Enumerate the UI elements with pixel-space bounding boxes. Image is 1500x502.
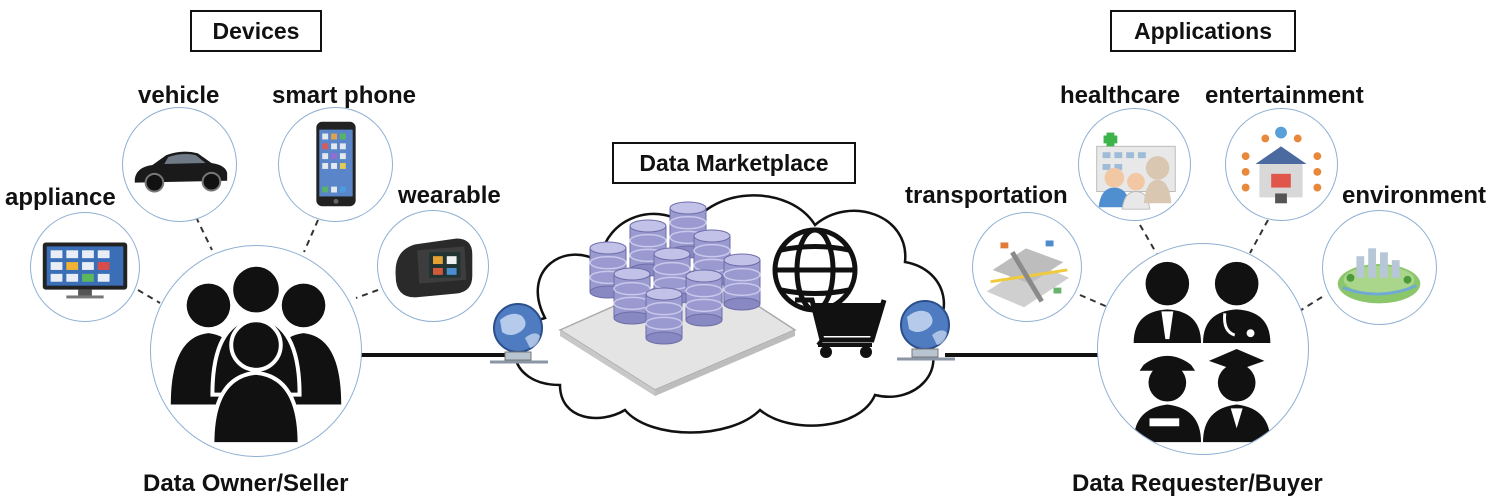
environment-label: environment xyxy=(1342,182,1487,209)
data-owner-seller-label: Data Owner/Seller xyxy=(143,470,349,497)
database-cylinder-icon xyxy=(723,253,761,311)
smart-phone-label: smart phone xyxy=(272,82,417,109)
healthcare-circle xyxy=(1078,108,1191,221)
entertainment-circle xyxy=(1225,108,1338,221)
healthcare-label: healthcare xyxy=(1060,82,1181,109)
smartphone-icon xyxy=(316,121,356,207)
data-owner-seller-circle xyxy=(150,245,362,457)
entertainment-label: entertainment xyxy=(1205,82,1364,109)
vehicle-label: vehicle xyxy=(138,82,220,109)
database-cylinder-icon xyxy=(645,287,683,345)
globe-icon xyxy=(772,227,858,313)
wearable-label: wearable xyxy=(398,182,501,209)
device-connectors xyxy=(137,216,379,304)
applications-heading: Applications xyxy=(1110,10,1296,52)
transport-map-icon xyxy=(986,240,1070,308)
appliance-label: appliance xyxy=(5,184,116,211)
data-requester-buyer-label: Data Requester/Buyer xyxy=(1072,470,1323,497)
wearable-circle xyxy=(377,210,489,322)
smart-home-icon xyxy=(1241,126,1322,204)
healthcare-icon xyxy=(1096,132,1176,210)
database-cylinder-icon xyxy=(589,241,627,299)
vehicle-circle xyxy=(122,107,237,222)
professionals-group-icon xyxy=(1133,261,1271,443)
transportation-label: transportation xyxy=(905,182,1068,209)
shopping-cart-icon xyxy=(795,297,887,358)
database-cylinder-icon xyxy=(685,269,723,327)
database-icons xyxy=(589,201,761,345)
data-requester-buyer-circle xyxy=(1097,243,1309,455)
database-cylinder-icon xyxy=(629,219,667,277)
router-globe-right-icon xyxy=(897,300,955,361)
environment-circle xyxy=(1322,210,1437,325)
tv-icon xyxy=(42,242,128,299)
router-globe-left-icon xyxy=(490,303,548,364)
data-marketplace-heading: Data Marketplace xyxy=(612,142,856,184)
people-group-icon xyxy=(170,262,342,447)
smart-phone-circle xyxy=(278,107,393,222)
database-cylinder-icon xyxy=(613,267,651,325)
transportation-circle xyxy=(972,212,1082,322)
database-cylinder-icon xyxy=(669,201,707,259)
devices-heading: Devices xyxy=(190,10,322,52)
smartwatch-icon xyxy=(395,238,473,298)
appliance-circle xyxy=(30,212,140,322)
eco-city-icon xyxy=(1337,248,1421,304)
car-icon xyxy=(134,151,228,193)
